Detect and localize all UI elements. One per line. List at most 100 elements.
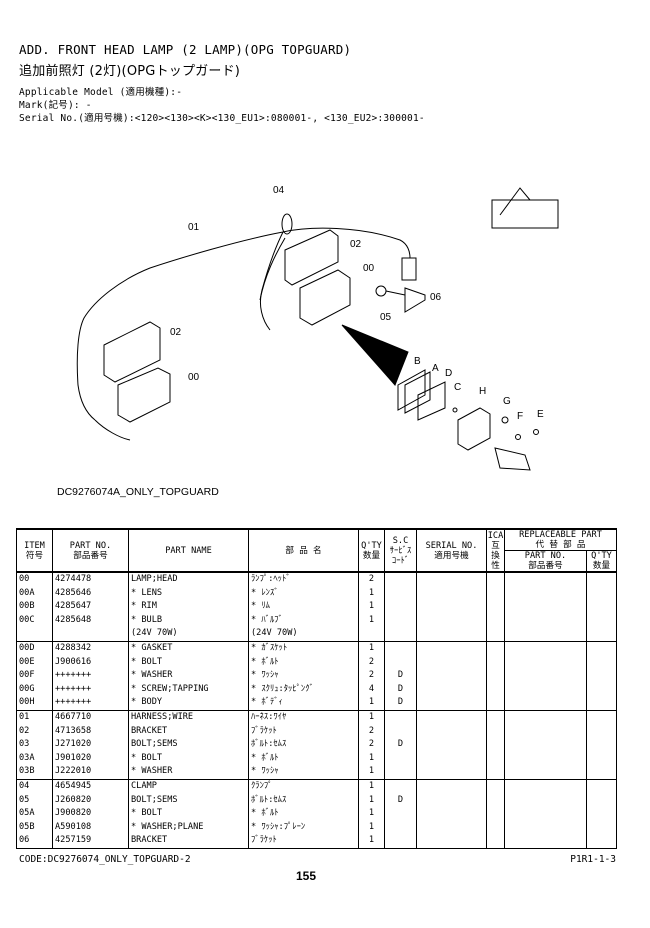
cell-empty — [504, 572, 587, 587]
cell-empty — [486, 793, 505, 808]
cell-empty — [585, 586, 618, 601]
mark: Mark(記号): - — [19, 100, 92, 111]
cell-item: 00C — [16, 613, 53, 628]
cell-item: 05A — [16, 807, 53, 821]
cell-qty: 2 — [358, 669, 385, 683]
title-en: ADD. FRONT HEAD LAMP (2 LAMP)(OPG TOPGUA… — [19, 42, 352, 57]
cell-part-no: +++++++ — [52, 696, 129, 711]
cell-name: BOLT;SEMS — [128, 738, 249, 752]
cell-empty — [416, 640, 487, 656]
diagram-label: 02 — [350, 239, 362, 250]
cell-sc — [384, 640, 417, 656]
diagram-label: C — [454, 382, 462, 393]
cell-item: 00D — [16, 640, 53, 656]
cell-sc — [384, 586, 417, 601]
cell-sc: D — [384, 682, 417, 697]
cell-empty — [486, 820, 505, 835]
cell-name: * WASHER;PLANE — [128, 820, 249, 835]
cell-part-no: J900616 — [52, 655, 129, 670]
cell-empty — [504, 613, 587, 628]
cell-qty: 2 — [358, 572, 385, 587]
cell-empty — [486, 765, 505, 780]
cell-name: (24V 70W) — [128, 627, 249, 642]
cell-empty — [416, 627, 487, 642]
cell-item: 00B — [16, 600, 53, 614]
cell-qty: 1 — [358, 751, 385, 766]
cell-qty: 1 — [358, 640, 385, 656]
cell-qty: 1 — [358, 600, 385, 614]
cell-qty: 1 — [358, 793, 385, 808]
cell-qty — [358, 627, 385, 642]
cell-empty — [504, 655, 587, 670]
diagram-label: F — [517, 411, 524, 422]
diagram-drawing — [76, 187, 559, 471]
cell-sc — [384, 613, 417, 628]
cell-empty — [585, 669, 618, 683]
cell-sc — [384, 572, 417, 587]
cell-empty — [486, 669, 505, 683]
cell-part-no: 4667710 — [52, 709, 129, 725]
cell-empty — [416, 724, 487, 739]
cell-empty — [504, 738, 587, 752]
cell-empty — [504, 600, 587, 614]
col-header-part-no: PART NO.部品番号 — [52, 528, 129, 573]
cell-empty — [416, 820, 487, 835]
cell-qty: 1 — [358, 709, 385, 725]
cell-empty — [416, 655, 487, 670]
cell-empty — [585, 778, 618, 794]
cell-name-jp: * ﾜｯｼｬ — [248, 669, 359, 683]
cell-empty — [486, 613, 505, 628]
cell-empty — [585, 572, 618, 587]
page-number: 155 — [296, 869, 317, 883]
col-header-rep-part-no: PART NO.部品番号 — [504, 550, 587, 573]
cell-empty — [504, 724, 587, 739]
cell-qty: 1 — [358, 820, 385, 835]
serial-no: Serial No.(適用号機):<120><130><K><130_EU1>:… — [19, 113, 425, 124]
cell-empty — [416, 751, 487, 766]
cell-empty — [585, 696, 618, 711]
col-header-part-name-jp: 部 品 名 — [248, 528, 359, 573]
cell-part-no: J900820 — [52, 807, 129, 821]
cell-empty — [585, 738, 618, 752]
cell-sc — [384, 807, 417, 821]
cell-item: 00F — [16, 669, 53, 683]
cell-empty — [416, 572, 487, 587]
cell-name-jp: ｸﾗﾝﾌﾟ — [248, 778, 359, 794]
cell-sc — [384, 724, 417, 739]
cell-name: * BOLT — [128, 807, 249, 821]
cell-name-jp: * ﾘﾑ — [248, 600, 359, 614]
cell-name: HARNESS;WIRE — [128, 709, 249, 725]
diagram-label: 00 — [363, 263, 375, 274]
cell-name: * BULB — [128, 613, 249, 628]
cell-item — [16, 627, 53, 642]
cell-qty: 4 — [358, 682, 385, 697]
cell-name-jp: ﾌﾞﾗｹｯﾄ — [248, 724, 359, 739]
cell-name: CLAMP — [128, 778, 249, 794]
cell-empty — [585, 640, 618, 656]
cell-empty — [416, 834, 487, 849]
cell-qty: 1 — [358, 696, 385, 711]
col-header-serial: SERIAL NO.適用号機 — [416, 528, 487, 573]
cell-empty — [486, 696, 505, 711]
cell-sc — [384, 627, 417, 642]
cell-item: 00E — [16, 655, 53, 670]
cell-empty — [486, 682, 505, 697]
cell-empty — [504, 640, 587, 656]
diagram-label: H — [479, 386, 487, 397]
cell-name-jp: * ﾎﾞﾙﾄ — [248, 807, 359, 821]
cell-part-no: 4654945 — [52, 778, 129, 794]
cell-sc — [384, 834, 417, 849]
diagram-label: D — [445, 368, 453, 379]
cell-empty — [504, 696, 587, 711]
cell-qty: 1 — [358, 778, 385, 794]
cell-item: 01 — [16, 709, 53, 725]
diagram-label: 01 — [188, 222, 200, 233]
cell-item: 03A — [16, 751, 53, 766]
